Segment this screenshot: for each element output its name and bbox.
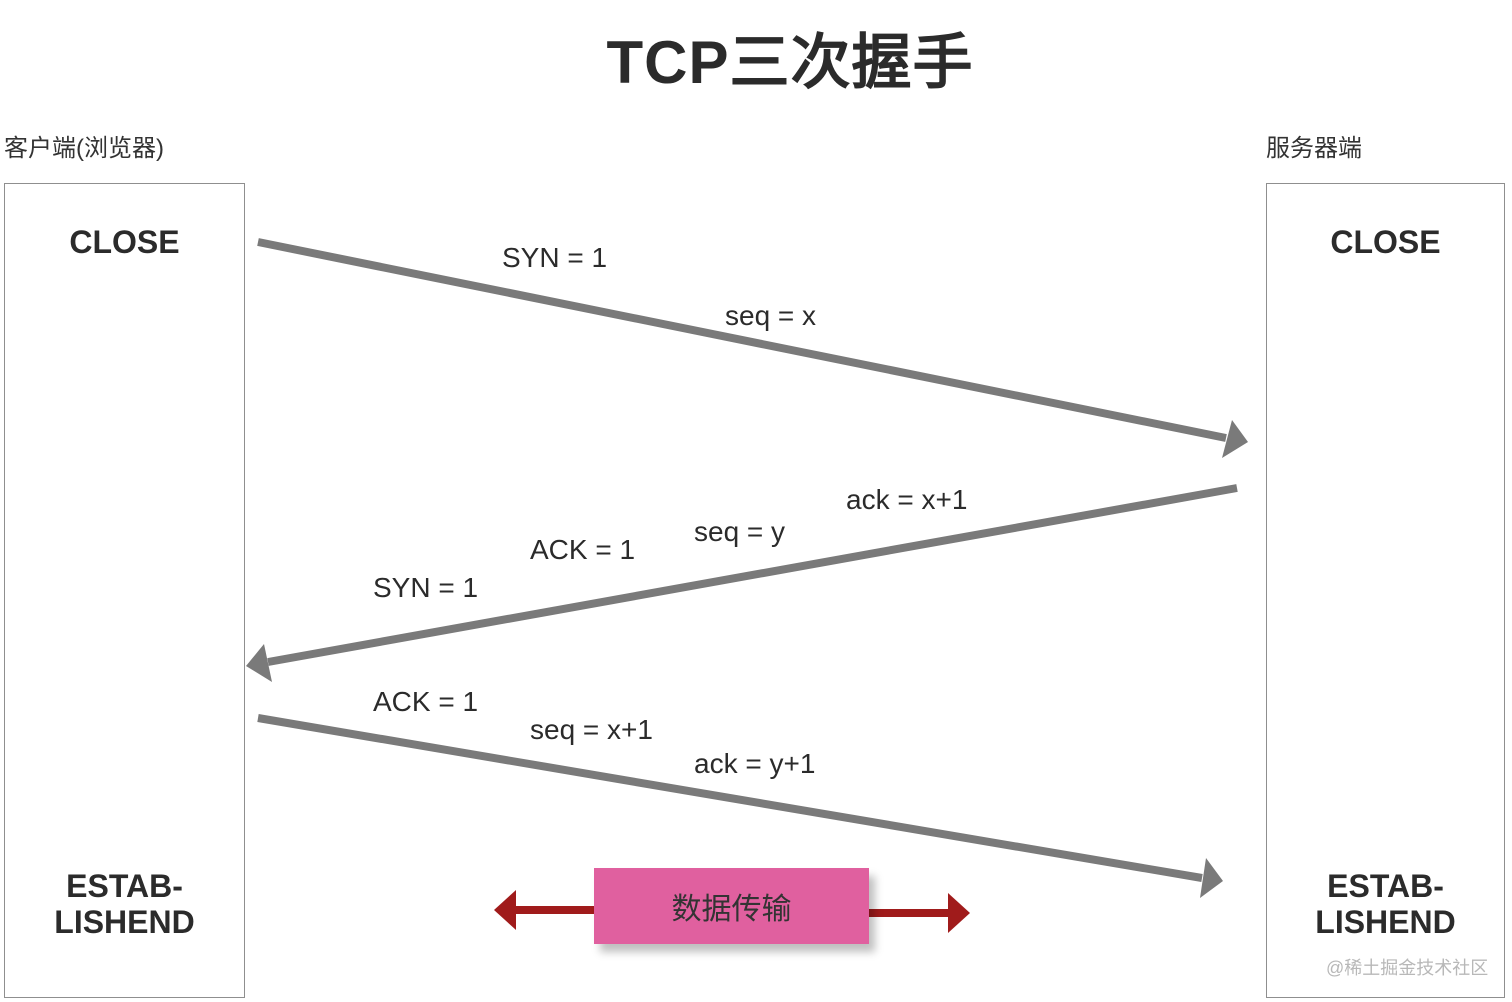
msg2-ack-label: ack = x+1 [846, 484, 968, 515]
ack-arrowhead [1200, 858, 1223, 898]
ack-arrow [257, 714, 1223, 898]
server-state-close: CLOSE [1330, 224, 1441, 260]
syn-ack-arrowhead [246, 644, 272, 682]
client-state-close: CLOSE [69, 224, 180, 260]
msg1-syn-label: SYN = 1 [502, 242, 608, 273]
client-label: 客户端(浏览器) [4, 135, 164, 162]
server-lifeline-box: CLOSE ESTAB- LISHEND [1266, 183, 1505, 998]
client-state-established-line1: ESTAB- [66, 868, 183, 904]
server-state-established-line2: LISHEND [1315, 904, 1456, 940]
syn-ack-arrow [246, 484, 1238, 682]
syn-arrow-line [257, 238, 1227, 442]
data-transfer-box: 数据传输 [594, 868, 869, 944]
msg3-ack-flag-label: ACK = 1 [373, 686, 479, 717]
server-label: 服务器端 [1266, 135, 1362, 162]
server-state-established-line1: ESTAB- [1327, 868, 1444, 904]
syn-arrowhead [1222, 420, 1248, 458]
ack-arrow-line [257, 714, 1203, 882]
client-lifeline-box: CLOSE ESTAB- LISHEND [4, 183, 245, 998]
data-arrowhead-left [494, 890, 516, 930]
msg1-seq-label: seq = x [725, 300, 817, 331]
data-arrowhead-right [948, 893, 970, 933]
data-transfer-arrows [494, 890, 970, 933]
msg3-seq-label: seq = x+1 [530, 714, 653, 745]
watermark: @稀土掘金技术社区 [1326, 958, 1489, 978]
client-state-established-line2: LISHEND [54, 904, 195, 940]
syn-ack-arrow-line [267, 484, 1238, 666]
msg3-ack-label: ack = y+1 [694, 748, 816, 779]
syn-arrow [257, 238, 1248, 458]
client-state-established: ESTAB- LISHEND [5, 868, 244, 940]
msg2-syn-label: SYN = 1 [373, 572, 479, 603]
server-state-established: ESTAB- LISHEND [1267, 868, 1504, 940]
diagram-title: TCP三次握手 [606, 29, 974, 96]
msg2-ack-flag-label: ACK = 1 [530, 534, 636, 565]
msg2-seq-label: seq = y [694, 516, 786, 547]
